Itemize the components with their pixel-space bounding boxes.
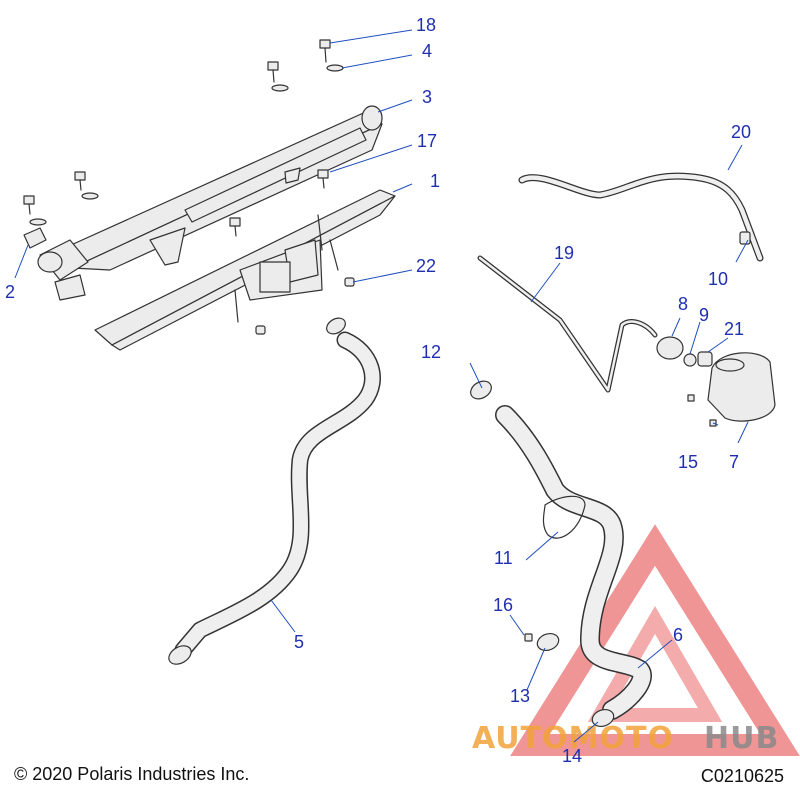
callout-16: 16 (493, 595, 513, 615)
watermark-text-orange: AUTOMOTO (472, 721, 674, 756)
screw-16 (524, 633, 533, 642)
callout-22: 22 (416, 256, 436, 276)
callout-4: 4 (422, 41, 432, 61)
callout-20: 20 (731, 122, 751, 142)
bolt-left-2 (74, 171, 99, 200)
coolant-hose-6 (495, 405, 652, 720)
overflow-tube-20 (518, 172, 764, 262)
callout-6: 6 (673, 625, 683, 645)
callout-17: 17 (417, 131, 437, 151)
copyright-text: © 2020 Polaris Industries Inc. (14, 764, 250, 784)
watermark-text: AUTOMOTO HUB (472, 721, 779, 756)
callout-1: 1 (430, 171, 440, 191)
automotohub-watermark-logo (510, 524, 800, 756)
radiator-assembly (37, 105, 383, 301)
clamp-12 (470, 380, 492, 400)
callout-11: 11 (494, 548, 513, 568)
grommet-lower (255, 325, 266, 335)
watermark-text-gray: HUB (704, 721, 779, 756)
screw-15-a (687, 394, 695, 402)
grommet-22 (344, 277, 355, 287)
leader-lines (14, 29, 749, 743)
callout-8: 8 (678, 294, 688, 314)
callout-15: 15 (678, 452, 698, 472)
callout-5: 5 (294, 632, 304, 652)
radiator-cap-2 (23, 227, 47, 249)
bolt-center (229, 217, 241, 237)
callout-19: 19 (554, 243, 574, 263)
clamp-13 (536, 632, 560, 652)
callout-14: 14 (562, 746, 582, 766)
bolt-17 (317, 169, 329, 189)
bolt-18 (319, 39, 331, 63)
callout-3: 3 (422, 87, 432, 107)
reservoir-cap-8 (656, 336, 684, 360)
callout-labels: 1 2 3 4 5 6 7 8 9 10 11 12 13 14 15 16 1… (5, 15, 751, 766)
fan-shroud-assembly (94, 189, 396, 351)
callout-21: 21 (724, 319, 744, 339)
bolt-top-left (267, 61, 289, 92)
fitting-21 (697, 351, 713, 367)
callout-10: 10 (708, 269, 728, 289)
tube-19 (477, 255, 658, 393)
coolant-reservoir-7 (707, 352, 776, 422)
fitting-10 (739, 231, 751, 245)
callout-9: 9 (699, 305, 709, 325)
seal-9 (683, 353, 697, 367)
washer-4 (326, 64, 344, 72)
callout-2: 2 (5, 282, 15, 302)
callout-18: 18 (416, 15, 436, 35)
callout-12: 12 (421, 342, 441, 362)
callout-7: 7 (729, 452, 739, 472)
coolant-hose-5 (168, 317, 381, 665)
callout-13: 13 (510, 686, 530, 706)
figure-id: C0210625 (700, 766, 784, 786)
bolt-left-1 (23, 195, 47, 226)
